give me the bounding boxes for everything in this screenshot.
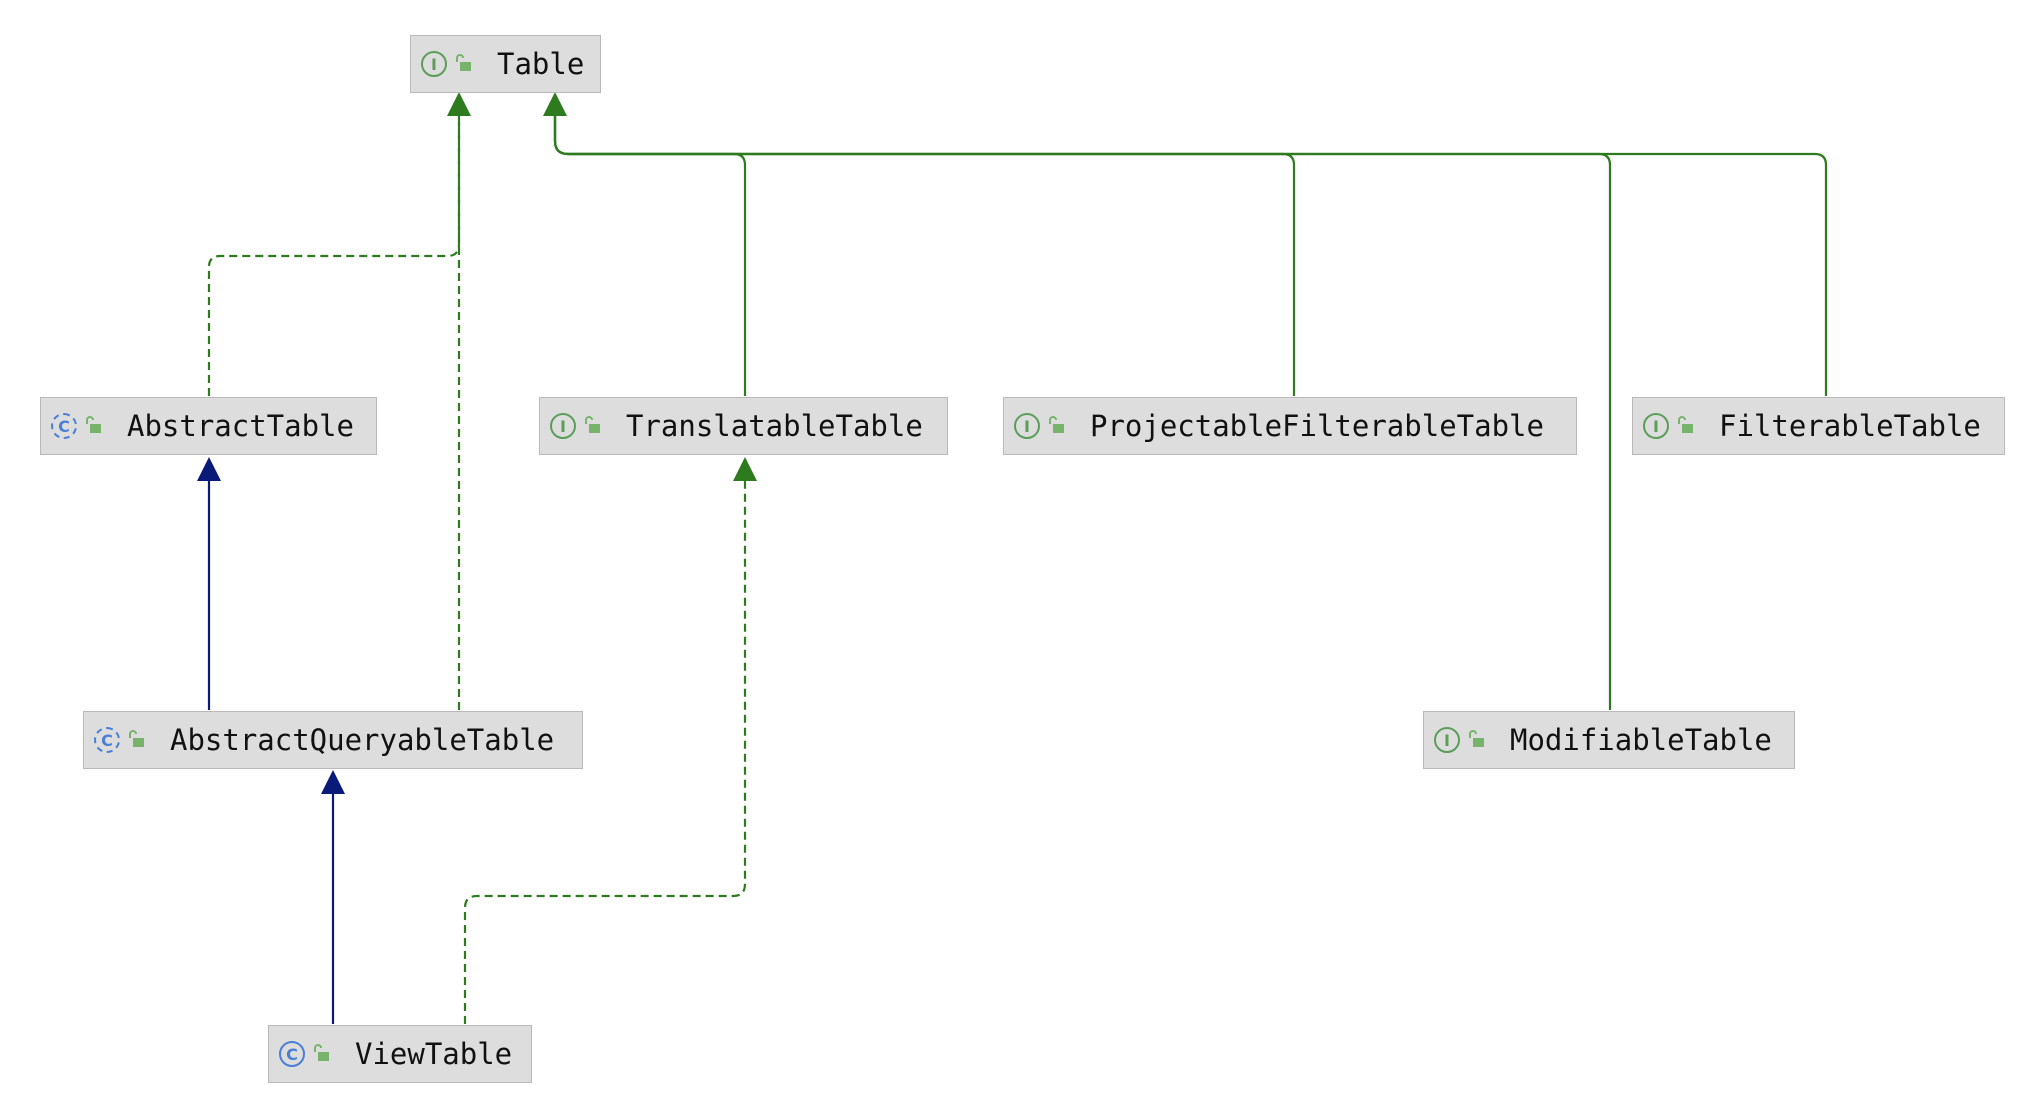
node-modifiable-table[interactable]: I ModifiableTable	[1423, 711, 1795, 769]
arrowhead-table-extends	[543, 92, 567, 116]
node-abstract-table[interactable]: C AbstractTable	[40, 397, 377, 455]
node-label: ModifiableTable	[1510, 723, 1772, 757]
node-label: Table	[497, 47, 585, 81]
lock-icon	[1049, 416, 1064, 433]
node-label: AbstractQueryableTable	[170, 723, 555, 757]
node-label: TranslatableTable	[626, 409, 923, 443]
node-label: ViewTable	[355, 1037, 513, 1071]
class-icon: C	[279, 1041, 305, 1067]
arrowhead-translatable	[733, 457, 757, 481]
edge-projectable-to-table	[553, 113, 1296, 396]
lock-icon	[314, 1044, 329, 1061]
interface-icon: I	[1434, 727, 1460, 753]
lock-icon	[456, 54, 471, 71]
arrowhead-abstract-table	[197, 457, 221, 481]
interface-icon: I	[550, 413, 576, 439]
lock-icon	[1678, 416, 1693, 433]
lock-icon	[129, 730, 144, 747]
edge-translatable-to-table	[553, 113, 747, 396]
node-projectable-filterable-table[interactable]: I ProjectableFilterableTable	[1003, 397, 1577, 455]
node-label: FilterableTable	[1719, 409, 1981, 443]
arrowhead-abstract-queryable	[321, 770, 345, 794]
lock-icon	[585, 416, 600, 433]
arrowhead-table-implements	[447, 92, 471, 116]
interface-icon: I	[1014, 413, 1040, 439]
lock-icon	[86, 416, 101, 433]
node-abstract-queryable-table[interactable]: C AbstractQueryableTable	[83, 711, 583, 769]
node-translatable-table[interactable]: I TranslatableTable	[539, 397, 948, 455]
node-filterable-table[interactable]: I FilterableTable	[1632, 397, 2005, 455]
lock-icon	[1469, 730, 1484, 747]
abstract-class-icon: C	[51, 413, 77, 439]
node-table[interactable]: I Table	[410, 35, 601, 93]
node-label: ProjectableFilterableTable	[1090, 409, 1544, 443]
edge-view-to-translatable	[463, 478, 747, 1024]
abstract-class-icon: C	[94, 727, 120, 753]
node-view-table[interactable]: C ViewTable	[268, 1025, 532, 1083]
interface-icon: I	[1643, 413, 1669, 439]
edge-filterable-to-table	[553, 113, 1828, 396]
edge-abstract-table-to-table	[207, 113, 461, 396]
node-label: AbstractTable	[127, 409, 354, 443]
interface-icon: I	[421, 51, 447, 77]
